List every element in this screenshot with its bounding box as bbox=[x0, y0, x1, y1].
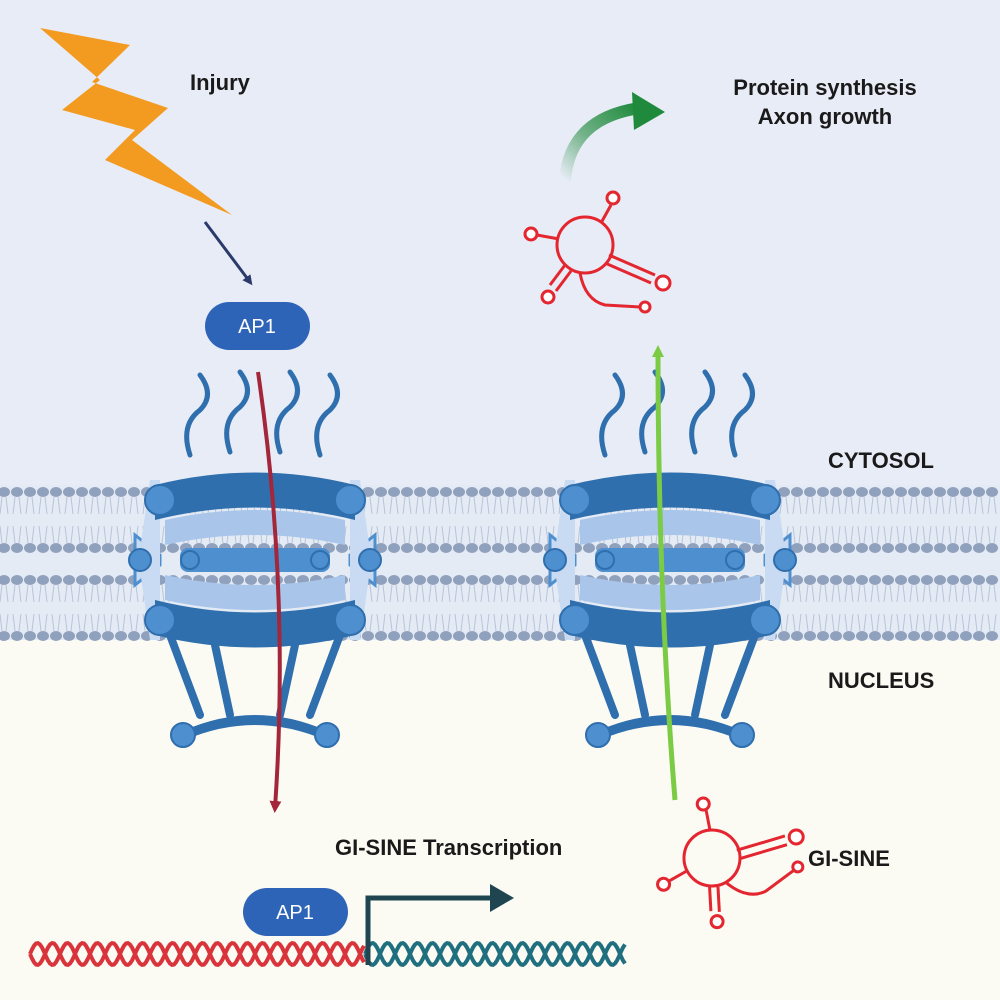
transcription-label: GI-SINE Transcription bbox=[335, 835, 562, 860]
outcome-line2-label: Axon growth bbox=[758, 104, 892, 129]
injury-label: Injury bbox=[190, 70, 251, 95]
ap1-nucleus-badge: AP1 bbox=[243, 888, 348, 936]
injury-arrow bbox=[203, 221, 253, 286]
ap1-cytosol-label: AP1 bbox=[238, 316, 276, 338]
cytosol-region bbox=[0, 0, 1000, 520]
nucleus-label: NUCLEUS bbox=[828, 668, 934, 693]
export-arrow bbox=[652, 345, 678, 801]
cytosol-label: CYTOSOL bbox=[828, 448, 934, 473]
gi-sine-label: GI-SINE bbox=[808, 846, 890, 871]
dna-strand bbox=[28, 940, 627, 968]
lightning-bolt-icon bbox=[40, 28, 232, 215]
outcome-arrow bbox=[559, 92, 665, 181]
ap1-nucleus-label: AP1 bbox=[276, 902, 314, 924]
import-arrow bbox=[256, 371, 282, 813]
ap1-cytosol-badge: AP1 bbox=[205, 302, 310, 350]
outcome-line1-label: Protein synthesis bbox=[733, 75, 916, 100]
promoter-arrow bbox=[365, 884, 514, 965]
